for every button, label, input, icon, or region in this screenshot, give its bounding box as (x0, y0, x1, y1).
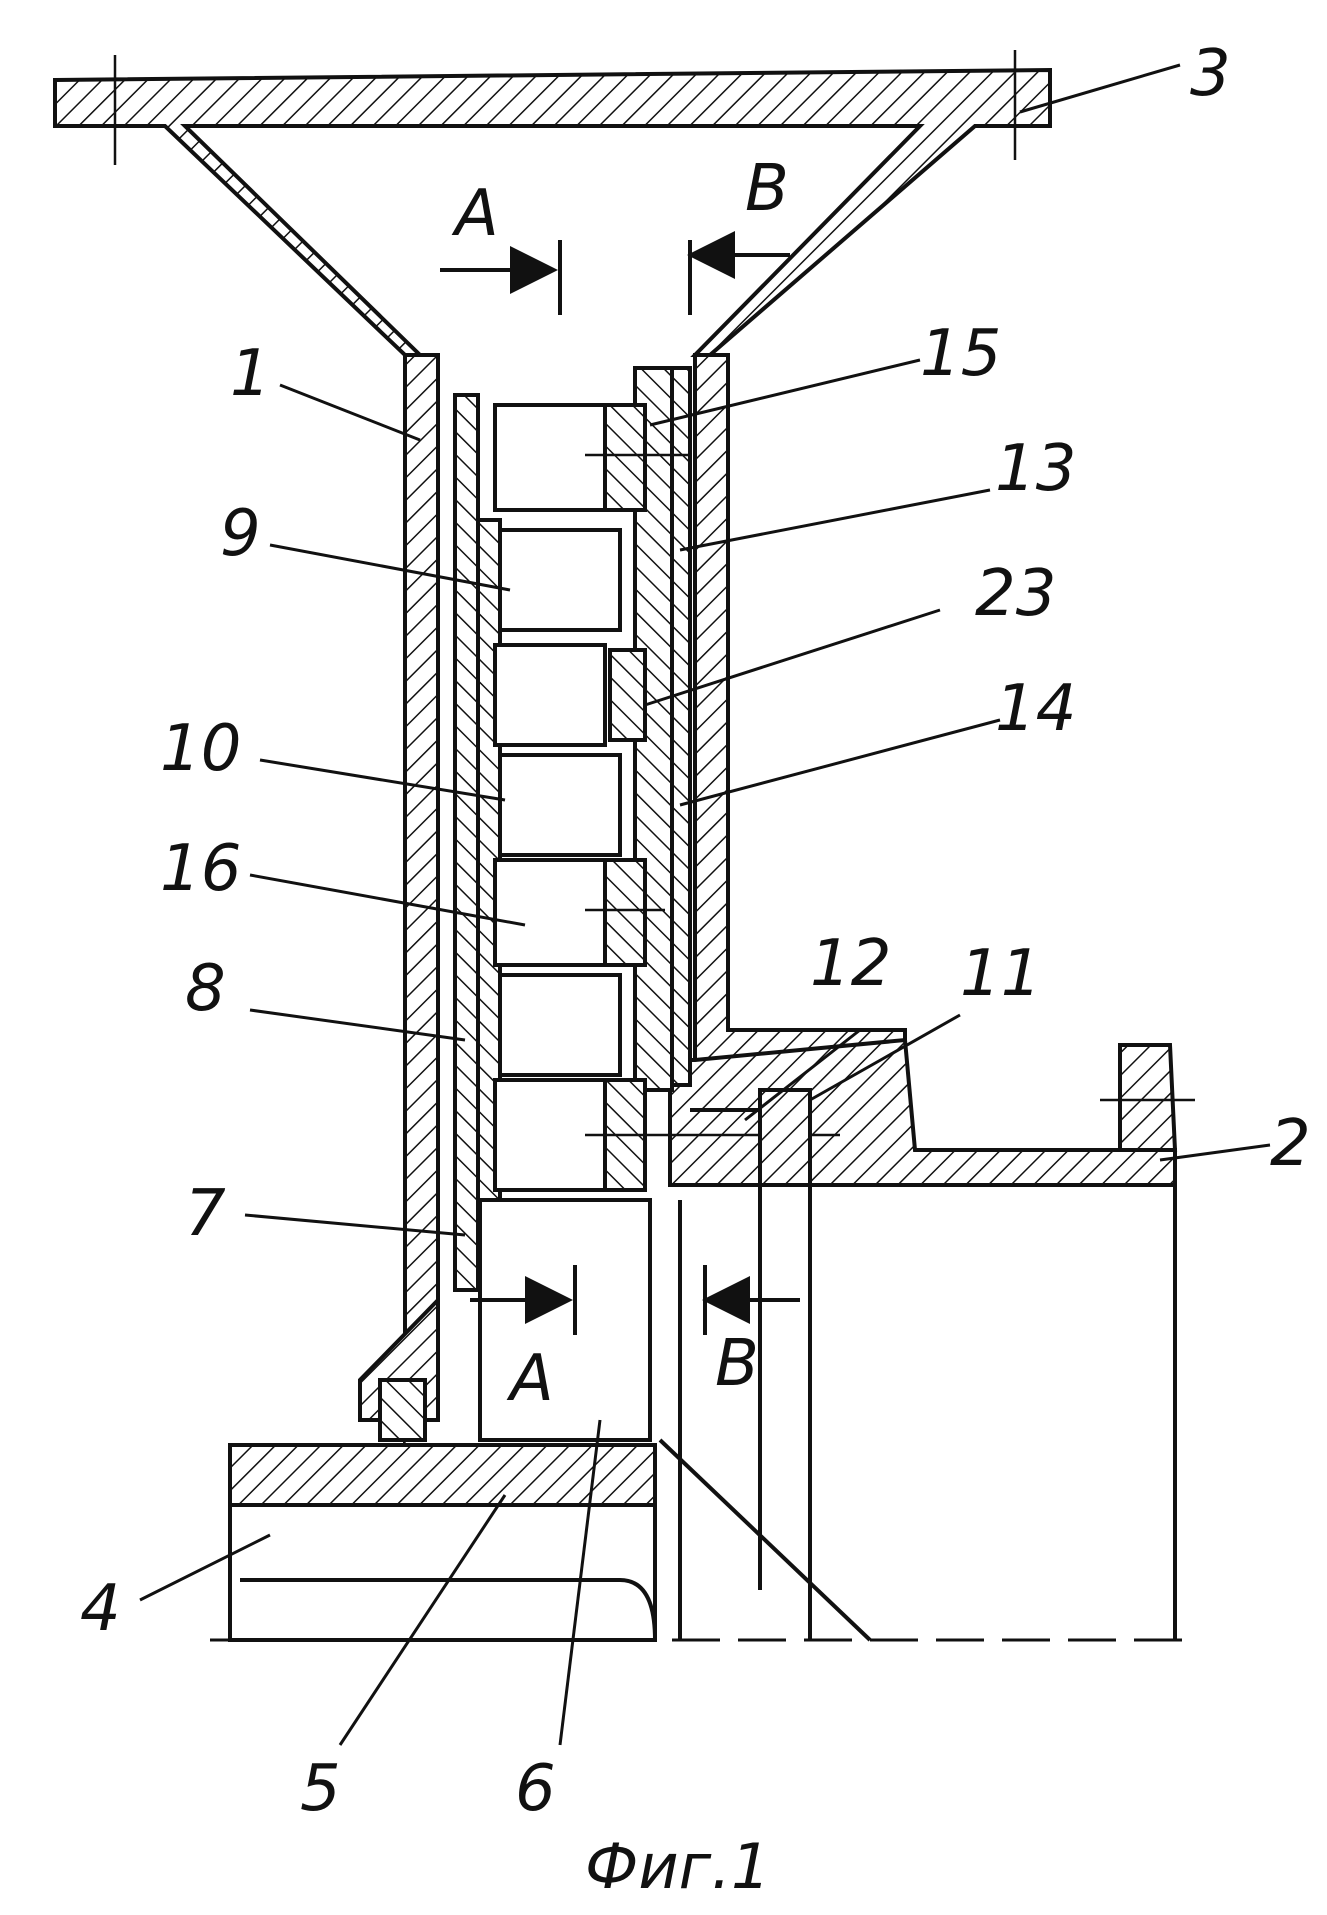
label-part-4: 4 (80, 1572, 121, 1646)
section-mark-b-top: B (745, 152, 789, 226)
label-part-3: 3 (1190, 37, 1231, 111)
section-mark-b-bottom: B (715, 1327, 759, 1401)
label-part-11: 11 (960, 937, 1041, 1011)
label-part-23: 23 (975, 557, 1056, 631)
label-part-5: 5 (300, 1752, 341, 1826)
label-part-16: 16 (160, 832, 241, 906)
shaft-hub (230, 1200, 870, 1640)
label-part-12: 12 (810, 927, 891, 1001)
label-part-8: 8 (185, 952, 226, 1026)
label-part-2: 2 (1270, 1107, 1311, 1181)
section-mark-a-top: A (451, 177, 499, 251)
label-part-1: 1 (230, 337, 271, 411)
label-part-10: 10 (160, 712, 241, 786)
label-part-7: 7 (185, 1177, 226, 1251)
label-part-14: 14 (995, 672, 1076, 746)
label-part-6: 6 (515, 1752, 556, 1826)
label-part-9: 9 (220, 497, 261, 571)
section-mark-a-bottom: A (506, 1342, 554, 1416)
label-part-15: 15 (920, 317, 1001, 391)
label-part-13: 13 (995, 432, 1076, 506)
figure-caption: Фиг.1 (585, 1830, 770, 1903)
